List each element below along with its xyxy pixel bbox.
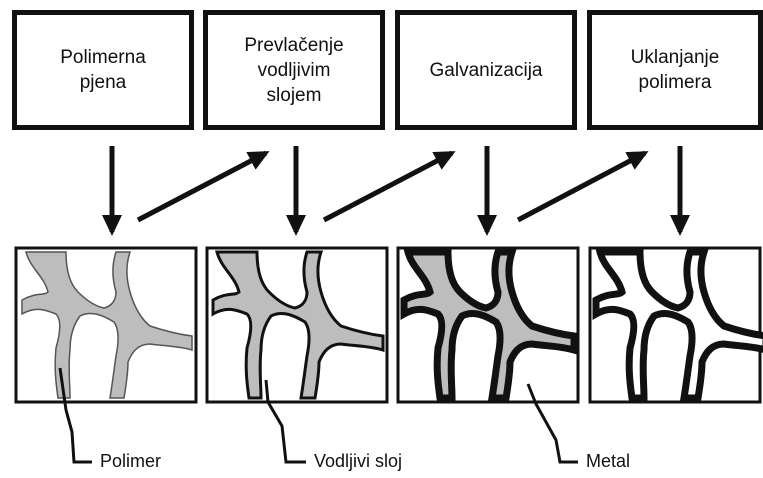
step-label-conductive-coating: Prevlačenje vodljivim slojem (244, 34, 344, 106)
step-box-polymer-removal: Uklanjanje polimera (587, 10, 763, 130)
step-box-polymer-foam: Polimerna pjena (12, 10, 194, 130)
panel-polymer-removal (588, 246, 763, 404)
diagonal-arrow-2 (322, 150, 456, 223)
callout-metal: Metal (586, 451, 631, 471)
leader-line-conductive-layer (264, 379, 306, 464)
callout-conductive-layer: Vodljivi sloj (314, 451, 403, 471)
panel-polymer-foam (14, 246, 198, 404)
step-label-polymer-foam: Polimerna pjena (60, 47, 146, 93)
panel-electroplating (396, 246, 580, 404)
panel-conductive-coating (205, 246, 389, 404)
callout-polymer: Polimer (100, 451, 162, 471)
step-box-conductive-coating: Prevlačenje vodljivim slojem (203, 10, 385, 130)
step-label-electroplating: Galvanizacija (429, 59, 543, 81)
step-box-electroplating: Galvanizacija (395, 10, 577, 130)
diagonal-arrow-3 (516, 150, 649, 223)
step-label-polymer-removal: Uklanjanje polimera (630, 47, 720, 93)
diagonal-arrow-1 (136, 150, 270, 223)
leader-line-polymer (58, 367, 92, 464)
leader-line-metal (526, 383, 578, 464)
